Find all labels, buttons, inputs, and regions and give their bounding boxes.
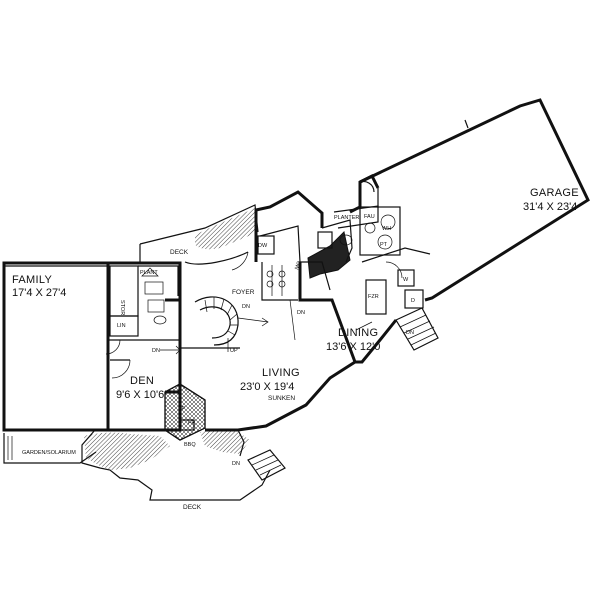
dn-den-label: DN — [152, 348, 160, 354]
lower-deck — [81, 429, 286, 501]
pt-label: PT — [380, 242, 388, 248]
dn-stairs-label: DN — [297, 310, 305, 316]
den-room-dims: 9'6 X 10'6 — [116, 389, 164, 401]
storage-block — [105, 261, 182, 355]
fireplace-label-1: FP — [178, 406, 185, 412]
upper-deck — [139, 204, 259, 271]
foyer-label: FOYER — [232, 289, 255, 296]
dn-dining-label: DN — [406, 330, 414, 336]
den-room-name: DEN — [130, 375, 154, 387]
fzr-label: FZR — [368, 294, 379, 300]
living-dining-walls — [205, 261, 398, 432]
stor-label: STOR — [119, 300, 125, 315]
wh-label: WH — [382, 226, 391, 232]
deck-bottom-label: DECK — [183, 504, 202, 511]
dining-room-name: DINING — [338, 327, 378, 339]
family-room-name: FAMILY — [12, 274, 52, 286]
deck-top-label: DECK — [170, 249, 189, 256]
dining-room-dims: 13'6 X 12'0 — [326, 341, 380, 353]
living-room-note: SUNKEN — [268, 395, 295, 402]
family-room-dims: 17'4 X 27'4 — [12, 287, 66, 299]
fau-label: FAU — [364, 214, 375, 220]
kitchen-block — [254, 190, 353, 301]
w-label: W — [403, 277, 409, 283]
up-label: UP — [230, 348, 238, 354]
plant-label: PLANT — [140, 270, 158, 276]
lin-label: LIN — [117, 323, 126, 329]
bbq-label: BBQ — [184, 442, 196, 448]
fireplace-label-2: FP — [188, 420, 195, 426]
garage-room-dims: 31'4 X 23'4 — [523, 201, 577, 213]
dn-deck-label: DN — [232, 461, 240, 467]
planter-label: PLANTER — [334, 215, 359, 221]
mo-label: MO — [294, 260, 303, 271]
garage-room-name: GARAGE — [530, 187, 579, 199]
fireplace-block — [164, 383, 206, 441]
dw-label: DW — [258, 243, 268, 249]
utility-area — [361, 247, 431, 315]
dining-stairs — [395, 307, 439, 351]
garden-solarium-label: GARDEN/SOLARIUM — [22, 450, 76, 456]
dn-foyer-label: DN — [242, 304, 250, 310]
living-room-name: LIVING — [262, 367, 300, 379]
living-room-dims: 23'0 X 19'4 — [240, 381, 294, 393]
d-label: D — [411, 298, 415, 304]
garage-room — [359, 98, 590, 302]
